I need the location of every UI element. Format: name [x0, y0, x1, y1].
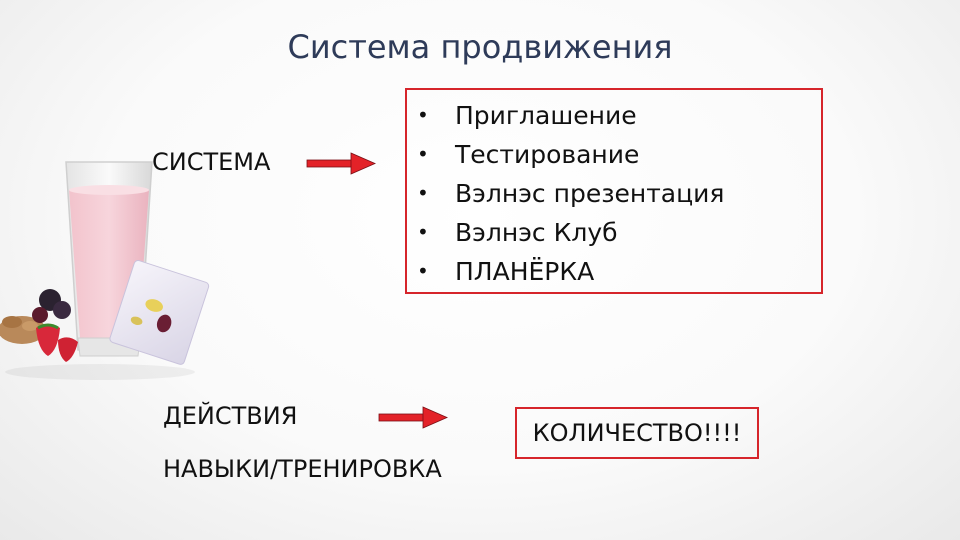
quantity-label: КОЛИЧЕСТВО!!!!: [532, 419, 742, 447]
actions-label: ДЕЙСТВИЯ: [163, 402, 298, 430]
bullet-icon: •: [417, 142, 429, 166]
shake-glass-berries-icon: [0, 150, 215, 390]
arrow-right-icon: [306, 152, 376, 175]
list-item: •Тестирование: [417, 135, 724, 174]
bullet-icon: •: [417, 181, 429, 205]
system-steps-box: •Приглашение •Тестирование •Вэлнэс презе…: [405, 88, 823, 294]
arrow-right-icon: [378, 406, 448, 429]
bullet-icon: •: [417, 220, 429, 244]
quantity-box: КОЛИЧЕСТВО!!!!: [515, 407, 759, 459]
skills-label: НАВЫКИ/ТРЕНИРОВКА: [163, 455, 442, 483]
system-label: СИСТЕМА: [152, 148, 271, 176]
system-steps-list: •Приглашение •Тестирование •Вэлнэс презе…: [417, 96, 724, 291]
list-item: •Вэлнэс Клуб: [417, 213, 724, 252]
list-item: •Приглашение: [417, 96, 724, 135]
slide-title: Система продвижения: [287, 28, 673, 66]
list-item: •ПЛАНЁРКА: [417, 252, 724, 291]
list-item: •Вэлнэс презентация: [417, 174, 724, 213]
bullet-icon: •: [417, 259, 429, 283]
bullet-icon: •: [417, 103, 429, 127]
